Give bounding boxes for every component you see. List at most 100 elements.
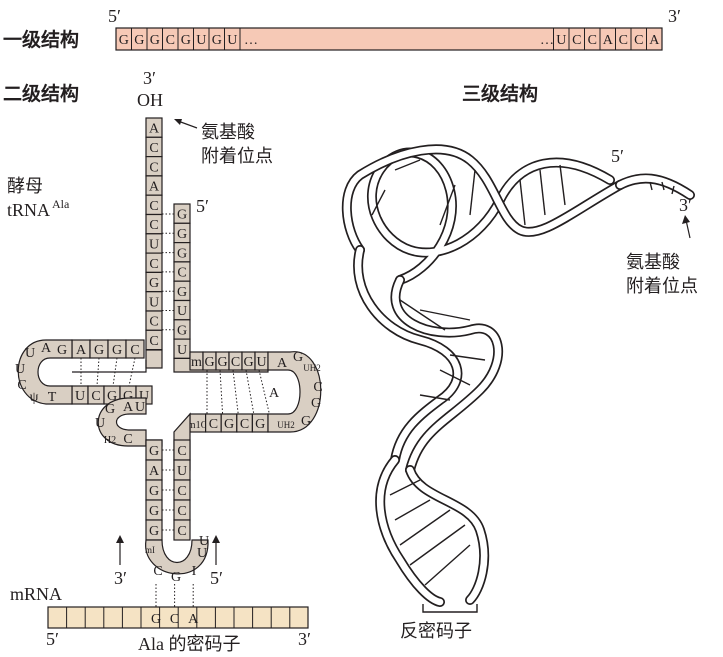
aa-site-label-line2-right: 附着位点 <box>626 276 698 296</box>
primary-base: C <box>572 33 581 48</box>
primary-base: A <box>649 33 660 48</box>
nucleotide: G <box>149 444 159 459</box>
nucleotide: G <box>112 343 122 358</box>
nucleotide: G <box>149 504 159 519</box>
primary-base: U <box>196 33 206 48</box>
base-pair <box>96 357 100 387</box>
loop-base: U <box>95 416 105 431</box>
nucleotide: A <box>149 180 160 195</box>
nucleotide: C <box>209 417 218 432</box>
loop-base: mI <box>145 545 155 555</box>
nucleotide: C <box>177 484 186 499</box>
rung <box>419 309 471 321</box>
mrna-5prime-label: 5′ <box>46 629 59 649</box>
left-loop-body <box>17 339 73 405</box>
aa-site-label-line1-left: 氨基酸 <box>201 122 255 142</box>
nucleotide: C <box>130 343 139 358</box>
base-pair <box>258 369 270 415</box>
anticodon-5prime-label: 5′ <box>210 568 223 588</box>
nucleotide: G <box>107 389 117 404</box>
nucleotide: G <box>177 227 187 242</box>
nucleotide: C <box>91 389 100 404</box>
t-loop-body <box>267 351 322 433</box>
primary-structure-heading: 一级结构 <box>3 28 79 51</box>
primary-sequence-bar <box>115 27 663 51</box>
nucleotide: U <box>177 343 187 358</box>
nucleotide: U <box>256 355 266 370</box>
loop-base: C <box>313 380 322 395</box>
loop-base: H2 <box>104 435 116 446</box>
primary-base: U <box>556 33 566 48</box>
aa-site-arrow-left <box>177 120 198 129</box>
rung <box>419 394 451 401</box>
rung <box>469 169 476 216</box>
codon-base: G <box>151 612 161 627</box>
loop-base: ψ <box>30 390 39 405</box>
nucleotide: G <box>177 208 187 223</box>
primary-base: U <box>227 33 237 48</box>
loop-base: A <box>269 386 280 401</box>
rung <box>559 164 566 206</box>
codon-base: C <box>170 612 179 627</box>
codon-base: A <box>188 612 199 627</box>
acceptor-stem-extension <box>145 349 163 369</box>
yeast-label: 酵母 <box>7 176 43 196</box>
nucleotide: C <box>149 334 158 349</box>
tail-tick <box>661 181 665 191</box>
loop-base: C <box>17 378 26 393</box>
tail-tick <box>649 181 653 191</box>
nucleotide: U <box>139 389 149 404</box>
acceptor-5prime-label: 5′ <box>196 196 209 216</box>
nucleotide: C <box>177 266 186 281</box>
loop-base: U <box>199 534 209 549</box>
trna-label: tRNA <box>7 200 50 220</box>
loop-base: A <box>123 400 134 415</box>
base-pair <box>232 369 239 415</box>
nucleotide: C <box>240 417 249 432</box>
primary-ellipsis-left: … <box>244 33 258 48</box>
primary-base: G <box>150 33 160 48</box>
anticodon-3prime-label: 3′ <box>114 568 127 588</box>
rung <box>409 524 466 566</box>
loop-base: G <box>171 570 181 585</box>
primary-base: G <box>119 33 129 48</box>
rung <box>394 499 431 521</box>
nucleotide: G <box>204 355 214 370</box>
nucleotide: G <box>123 389 133 404</box>
nucleotide: C <box>149 141 158 156</box>
tail-tick <box>671 185 675 195</box>
anticodon-label: 反密码子 <box>400 621 472 641</box>
strand-arrowhead-left <box>116 535 124 543</box>
loop-base: T <box>48 390 57 405</box>
primary-5prime-label: 5′ <box>108 6 121 26</box>
nucleotide: C <box>177 504 186 519</box>
aa-site-label-line2-left: 附着位点 <box>201 146 273 166</box>
base-pair <box>219 369 224 415</box>
nucleotide: A <box>149 464 160 479</box>
primary-base: G <box>212 33 222 48</box>
nucleotide: G <box>177 323 187 338</box>
tertiary-3prime-label: 3′ <box>679 195 692 215</box>
nucleotide: G <box>243 355 253 370</box>
rung <box>424 544 471 586</box>
rung <box>439 369 471 386</box>
loop-base: G <box>57 343 67 358</box>
nucleotide: A <box>76 343 87 358</box>
acceptor-3prime-label: 3′ <box>143 68 156 88</box>
primary-ellipsis-right: … <box>540 33 554 48</box>
loop-base: C <box>153 564 162 579</box>
aa-site-arrowhead-left <box>174 119 182 125</box>
nucleotide: G <box>217 355 227 370</box>
nucleotide: U <box>75 389 85 404</box>
nucleotide: C <box>149 218 158 233</box>
nucleotide: C <box>177 444 186 459</box>
aa-site-label-line1-right: 氨基酸 <box>626 252 680 272</box>
base-pair <box>112 357 118 387</box>
